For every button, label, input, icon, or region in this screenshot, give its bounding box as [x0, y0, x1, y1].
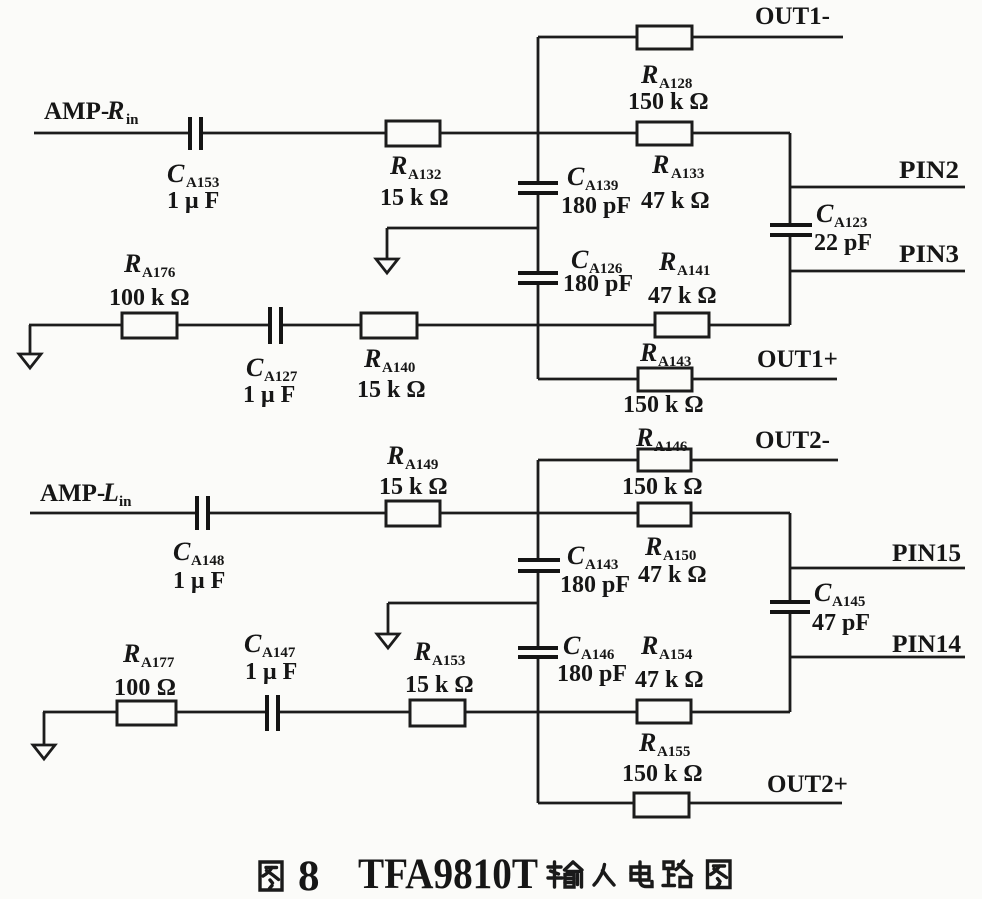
svg-text:A132: A132: [408, 167, 441, 183]
svg-text:C: C: [246, 353, 264, 382]
svg-text:R: R: [644, 532, 662, 561]
svg-text:15 k Ω: 15 k Ω: [380, 185, 449, 211]
svg-text:PIN15: PIN15: [892, 540, 961, 567]
svg-text:in: in: [126, 112, 139, 128]
svg-text:150 k Ω: 150 k Ω: [622, 761, 703, 787]
svg-text:OUT1+: OUT1+: [757, 346, 838, 373]
svg-text:A155: A155: [657, 744, 690, 760]
svg-text:A146: A146: [654, 439, 688, 455]
svg-text:TFA9810T: TFA9810T: [358, 851, 538, 898]
svg-text:47 k Ω: 47 k Ω: [648, 283, 717, 309]
svg-text:180 pF: 180 pF: [563, 271, 633, 297]
svg-text:1 μ F: 1 μ F: [245, 659, 297, 685]
svg-text:22 pF: 22 pF: [814, 230, 872, 256]
svg-text:R: R: [123, 249, 141, 278]
svg-text:1 μ F: 1 μ F: [167, 188, 219, 214]
svg-text:in: in: [119, 494, 132, 510]
svg-text:C: C: [814, 578, 832, 607]
svg-text:A149: A149: [405, 457, 438, 473]
svg-text:C: C: [567, 162, 585, 191]
svg-text:R: R: [413, 637, 431, 666]
svg-text:A123: A123: [834, 215, 867, 231]
svg-text:1 μ F: 1 μ F: [243, 382, 295, 408]
svg-text:47 k Ω: 47 k Ω: [638, 562, 707, 588]
svg-text:100 k Ω: 100 k Ω: [109, 285, 190, 311]
svg-text:A141: A141: [677, 263, 710, 279]
svg-text:100 Ω: 100 Ω: [114, 675, 176, 701]
svg-text:C: C: [167, 159, 185, 188]
svg-text:PIN2: PIN2: [899, 157, 959, 184]
svg-text:R: R: [651, 150, 669, 179]
svg-text:C: C: [244, 629, 262, 658]
svg-text:8: 8: [298, 853, 320, 899]
svg-text:180 pF: 180 pF: [561, 193, 631, 219]
svg-text:R: R: [640, 60, 658, 89]
svg-text:A127: A127: [264, 369, 298, 385]
svg-text:A150: A150: [663, 548, 696, 564]
svg-text:L: L: [102, 478, 119, 507]
svg-text:R: R: [640, 631, 658, 660]
svg-text:15 k Ω: 15 k Ω: [405, 672, 474, 698]
svg-text:R: R: [122, 639, 140, 668]
svg-text:A153: A153: [186, 175, 219, 191]
svg-text:C: C: [571, 245, 589, 274]
svg-text:OUT1-: OUT1-: [755, 3, 830, 30]
svg-text:A154: A154: [659, 647, 693, 663]
svg-text:47 pF: 47 pF: [812, 610, 870, 636]
svg-text:R: R: [635, 423, 653, 452]
svg-text:47 k Ω: 47 k Ω: [635, 667, 704, 693]
svg-text:R: R: [106, 96, 124, 125]
svg-text:A146: A146: [581, 647, 615, 663]
svg-text:A143: A143: [585, 557, 618, 573]
svg-text:A176: A176: [142, 265, 176, 281]
svg-text:A143: A143: [658, 354, 691, 370]
svg-text:15 k Ω: 15 k Ω: [379, 474, 448, 500]
svg-text:A128: A128: [659, 76, 692, 92]
svg-text:180 pF: 180 pF: [557, 661, 627, 687]
svg-text:47 k Ω: 47 k Ω: [641, 188, 710, 214]
svg-text:A147: A147: [262, 645, 296, 661]
svg-text:180 pF: 180 pF: [560, 572, 630, 598]
svg-text:R: R: [639, 338, 657, 367]
svg-text:R: R: [363, 344, 381, 373]
svg-text:C: C: [173, 537, 191, 566]
svg-text:AMP-: AMP-: [40, 480, 105, 507]
svg-text:1 μ F: 1 μ F: [173, 568, 225, 594]
svg-text:R: R: [658, 247, 676, 276]
svg-text:A148: A148: [191, 553, 224, 569]
svg-text:A153: A153: [432, 653, 465, 669]
svg-text:150 k Ω: 150 k Ω: [628, 89, 709, 115]
svg-text:A177: A177: [141, 655, 175, 671]
svg-text:PIN3: PIN3: [899, 241, 959, 268]
svg-text:A140: A140: [382, 360, 415, 376]
svg-text:R: R: [389, 151, 407, 180]
svg-text:A145: A145: [832, 594, 865, 610]
svg-text:A133: A133: [671, 166, 704, 182]
svg-text:R: R: [386, 441, 404, 470]
svg-text:OUT2+: OUT2+: [767, 771, 848, 798]
svg-text:150 k Ω: 150 k Ω: [622, 474, 703, 500]
svg-text:R: R: [638, 728, 656, 757]
svg-text:AMP-: AMP-: [44, 98, 109, 125]
svg-text:OUT2-: OUT2-: [755, 427, 830, 454]
svg-text:A126: A126: [589, 261, 623, 277]
svg-text:PIN14: PIN14: [892, 631, 961, 658]
svg-text:150 k Ω: 150 k Ω: [623, 392, 704, 418]
svg-text:C: C: [563, 631, 581, 660]
svg-text:A139: A139: [585, 178, 618, 194]
svg-text:15 k Ω: 15 k Ω: [357, 377, 426, 403]
svg-text:C: C: [816, 199, 834, 228]
svg-text:C: C: [567, 541, 585, 570]
